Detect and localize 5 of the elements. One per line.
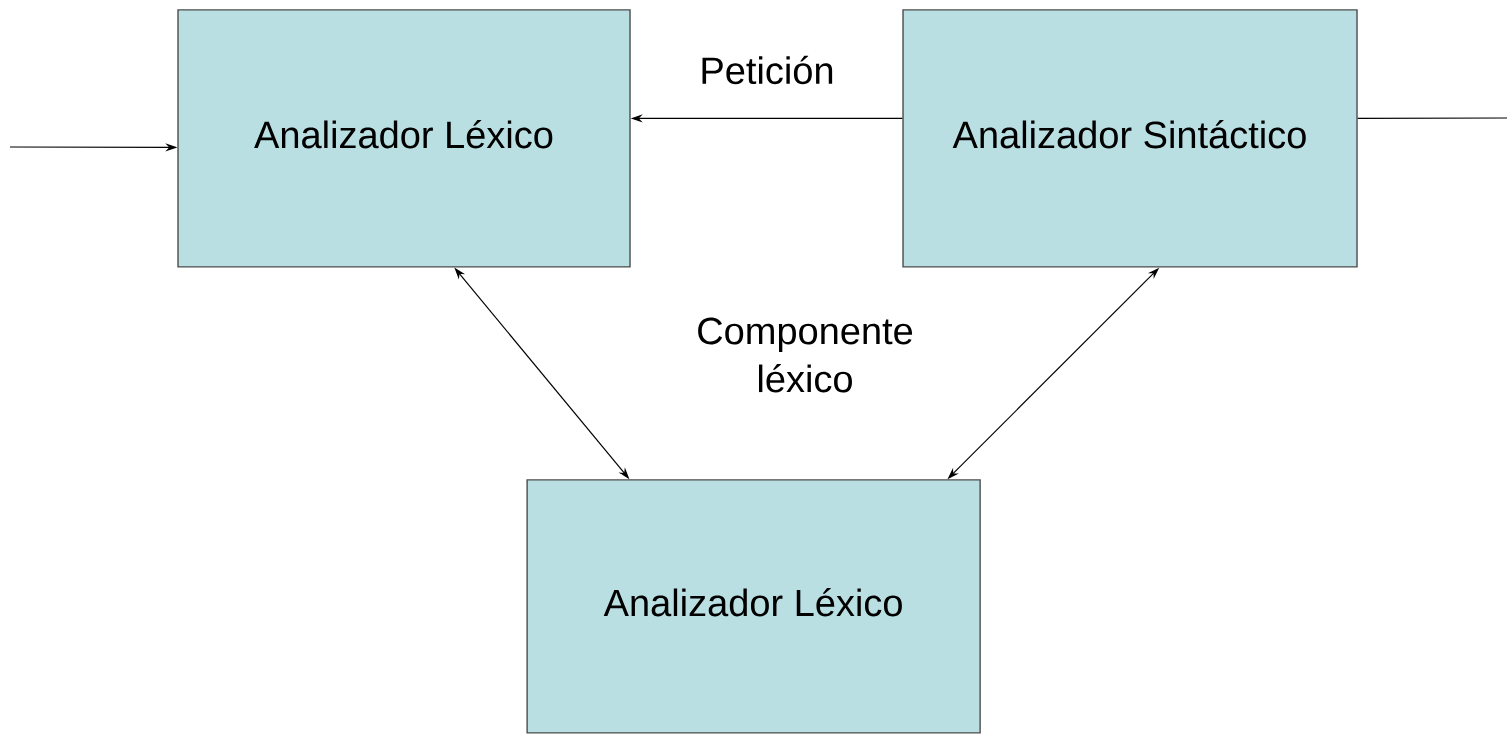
edge-label: Petición [697,53,837,87]
process-box: Analizador Léxico [177,9,631,268]
process-box: Analizador Sintáctico [902,9,1358,268]
process-box: Analizador Léxico [526,479,981,734]
text-label: Componente léxico [698,317,913,393]
